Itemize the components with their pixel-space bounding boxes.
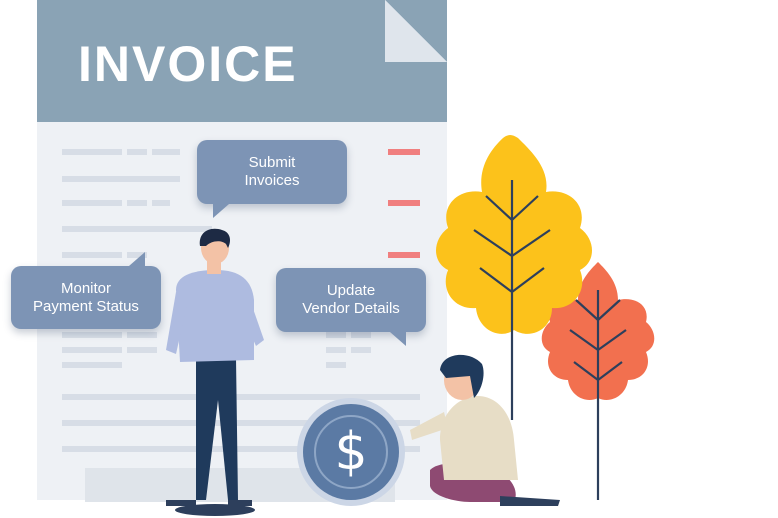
dollar-sign-icon: $ — [334, 422, 368, 482]
dollar-coin — [297, 398, 405, 506]
monitor-payment-bubble: Monitor Payment Status — [11, 252, 161, 329]
standing-man — [166, 228, 264, 516]
document-fold-shadow — [385, 0, 447, 62]
document-red-marks — [388, 149, 420, 258]
submit-bubble-line1: Submit — [248, 154, 296, 171]
submit-invoices-bubble: Submit Invoices — [197, 140, 347, 218]
kneeling-woman — [410, 354, 560, 506]
monitor-bubble-line2: Payment Status — [33, 297, 139, 315]
submit-bubble-line2: Invoices — [244, 172, 300, 189]
yellow-leaf — [436, 135, 592, 420]
orange-leaf — [541, 262, 655, 500]
update-bubble-line2: Vendor Details — [302, 300, 400, 317]
document-paper — [37, 0, 447, 500]
monitor-bubble-line1: Monitor — [60, 279, 112, 297]
document-header — [37, 0, 447, 122]
update-bubble-line1: Update — [326, 282, 376, 299]
update-vendor-bubble: Update Vendor Details — [276, 268, 426, 346]
invoice-title: INVOICE — [78, 36, 298, 92]
